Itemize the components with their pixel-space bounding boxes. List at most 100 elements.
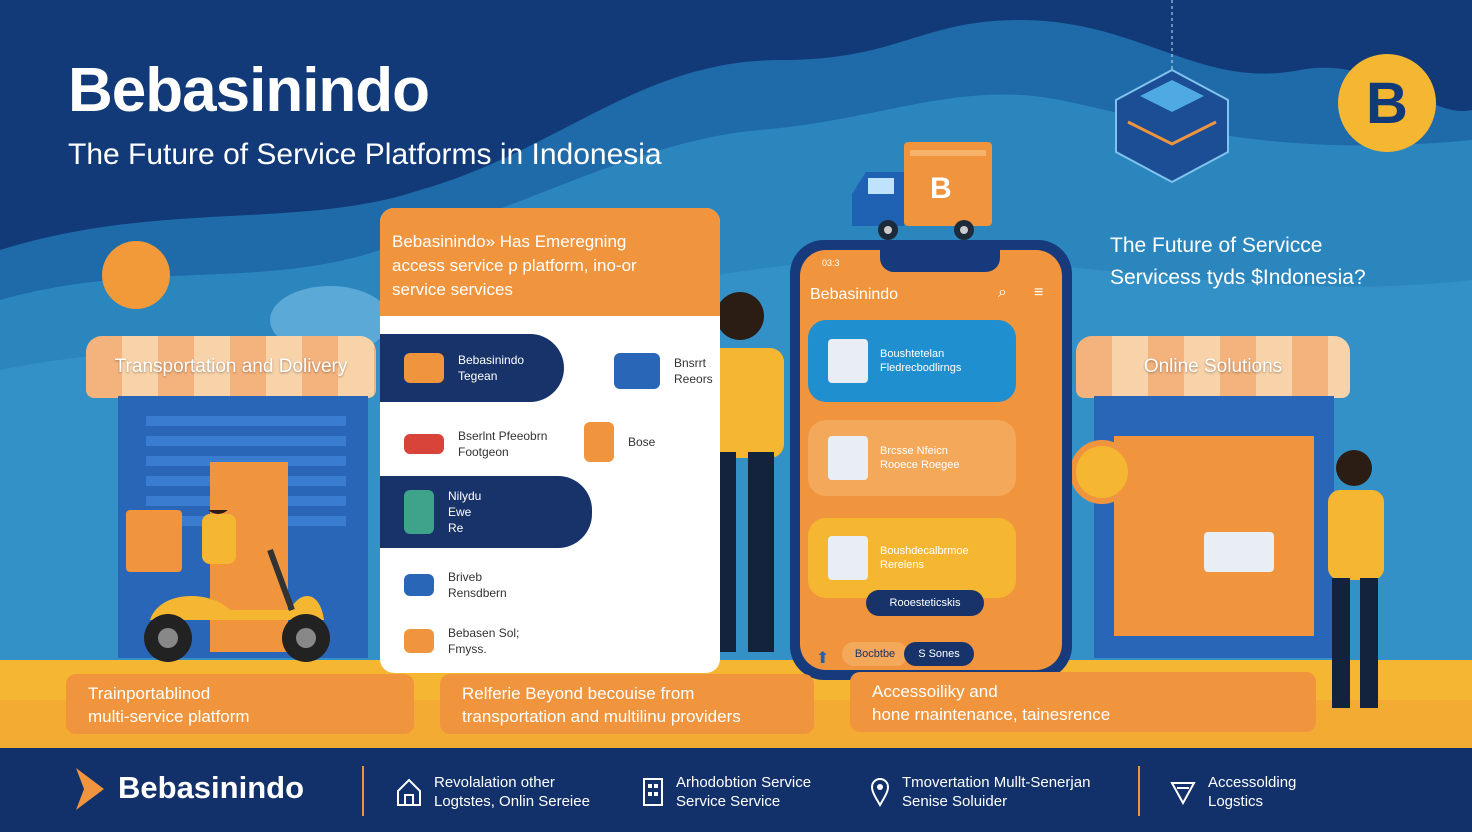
service-row-title: Bebasen Sol; <box>448 626 520 640</box>
panel-heading-line3: service services <box>392 280 513 299</box>
bottom-right-button[interactable]: S Sones <box>904 642 974 666</box>
feature-tag-line2: transportation and multilinu providers <box>462 707 741 726</box>
van-icon <box>404 574 434 596</box>
footer-divider <box>1138 766 1140 816</box>
service-row-subtitle: Fmyss. <box>448 642 487 656</box>
search-icon[interactable]: ⌕ <box>998 284 1007 301</box>
service-row-title: Nilydu <box>448 489 482 503</box>
card-subtitle: Rooece Roegee <box>880 459 960 471</box>
service-row[interactable]: Bose <box>560 414 720 470</box>
service-list-panel: Bebasinindo» Has Emeregning access servi… <box>380 208 720 673</box>
panel-heading-line1: Bebasinindo» Has Emeregning <box>392 232 627 251</box>
arrow-up-icon[interactable]: ⬆ <box>816 650 830 667</box>
house-icon <box>397 778 421 806</box>
bottom-left-button[interactable]: Bocbtbe <box>842 642 908 666</box>
footer-item-line1: Accessolding <box>1208 774 1297 791</box>
footer-chevron-logo-icon <box>74 766 108 812</box>
menu-icon[interactable]: ≡ <box>1034 284 1044 301</box>
truck-logo-letter: B <box>930 172 952 205</box>
building-icon <box>643 778 663 806</box>
home-icon <box>404 629 434 653</box>
footer-item-line2: Service Service <box>676 793 781 810</box>
people-icon <box>404 353 444 383</box>
service-row-subtitle: Footgeon <box>458 445 509 459</box>
service-row-subtitle: Reeors <box>674 372 713 386</box>
feature-tag: Accessoiliky and hone rnaintenance, tain… <box>850 672 1316 732</box>
panel-heading-line2: access service p platform, ino-or <box>392 256 637 275</box>
left-stall-label: Transportation and Dolivery <box>114 356 348 377</box>
laptop-icon <box>1204 532 1274 572</box>
house-icon <box>828 536 868 580</box>
service-row-title: Bnsrrt <box>674 356 707 370</box>
footer-item-line1: Tmovertation Mullt-Senerjan <box>902 774 1091 791</box>
footer-item-line2: Logtstes, Onlin Sereiee <box>434 793 590 810</box>
service-row-subtitle: Rensdbern <box>448 586 507 600</box>
cta-button[interactable]: Rooesteticskis <box>866 590 984 616</box>
service-row[interactable]: Bebasen Sol; Fmyss. <box>380 616 580 666</box>
right-question: The Future of Servicce Servicess tyds $I… <box>1110 230 1450 294</box>
card-title: Boushdecalbrmoe <box>880 545 969 557</box>
app-logo-coin-icon <box>1070 440 1134 504</box>
service-row-title: Bose <box>628 435 656 449</box>
feature-tag: Trainportablinod multi-service platform <box>66 674 414 734</box>
card-title: Boushtetelan <box>880 348 945 360</box>
brand-logo-badge: B <box>1338 54 1436 152</box>
shield-icon <box>1170 782 1196 805</box>
right-stall-storefront <box>1094 396 1334 658</box>
app-title: Bebasinindo <box>810 286 899 303</box>
feature-tag-line1: Accessoiliky and <box>872 682 998 701</box>
footer-divider <box>362 766 364 816</box>
service-row-title: Bebasinindo <box>458 353 525 367</box>
left-stall-awning: Transportation and Dolivery <box>86 336 376 398</box>
box-icon <box>614 353 660 389</box>
service-row-title: Bserlnt Pfeeobrn <box>458 429 548 443</box>
footer-item-line1: Arhodobtion Service <box>676 774 812 791</box>
fridge-icon <box>584 422 614 462</box>
footer-item-line2: Senise Soluider <box>902 793 1008 810</box>
right-question-line2: Servicess tyds $Indonesia? <box>1110 266 1366 289</box>
feature-tag-line2: hone rnaintenance, tainesrence <box>872 705 1111 724</box>
service-row-extra: Re <box>448 521 464 535</box>
panel-heading: Bebasinindo» Has Emeregning access servi… <box>380 208 720 316</box>
service-row-subtitle: Tegean <box>458 369 498 383</box>
building-icon <box>404 490 434 534</box>
feature-tag-line1: Relferie Beyond becouise from <box>462 684 695 703</box>
footer-item-line1: Revolalation other <box>434 774 555 791</box>
status-time: 03:3 <box>822 258 840 268</box>
right-stall-label: Online Solutions <box>1143 356 1283 377</box>
footer-bar <box>0 748 1472 832</box>
phone-notch <box>880 250 1000 272</box>
scooter-courier-icon <box>120 510 340 670</box>
house-icon <box>828 436 868 480</box>
right-stall-awning: Online Solutions <box>1076 336 1350 398</box>
house-icon <box>828 339 868 383</box>
car-icon <box>404 434 444 454</box>
card-subtitle: Fledrecbodlirngs <box>880 362 962 374</box>
delivery-truck-icon: B <box>848 142 994 242</box>
card-title: Brcsse Nfeicn <box>880 445 948 457</box>
service-row-subtitle: Ewe <box>448 505 472 519</box>
location-pin-icon <box>870 778 890 807</box>
feature-tag-line1: Trainportablinod <box>88 684 211 703</box>
card-subtitle: Rerelens <box>880 559 925 571</box>
page-title: Bebasinindo <box>68 56 430 125</box>
footer-item-line2: Logstics <box>1208 793 1264 810</box>
footer-brand: Bebasinindo <box>118 770 305 805</box>
feature-tag: Relferie Beyond becouise from transporta… <box>440 674 814 734</box>
page-subtitle: The Future of Service Platforms in Indon… <box>68 138 662 171</box>
feature-tag-line2: multi-service platform <box>88 707 250 726</box>
